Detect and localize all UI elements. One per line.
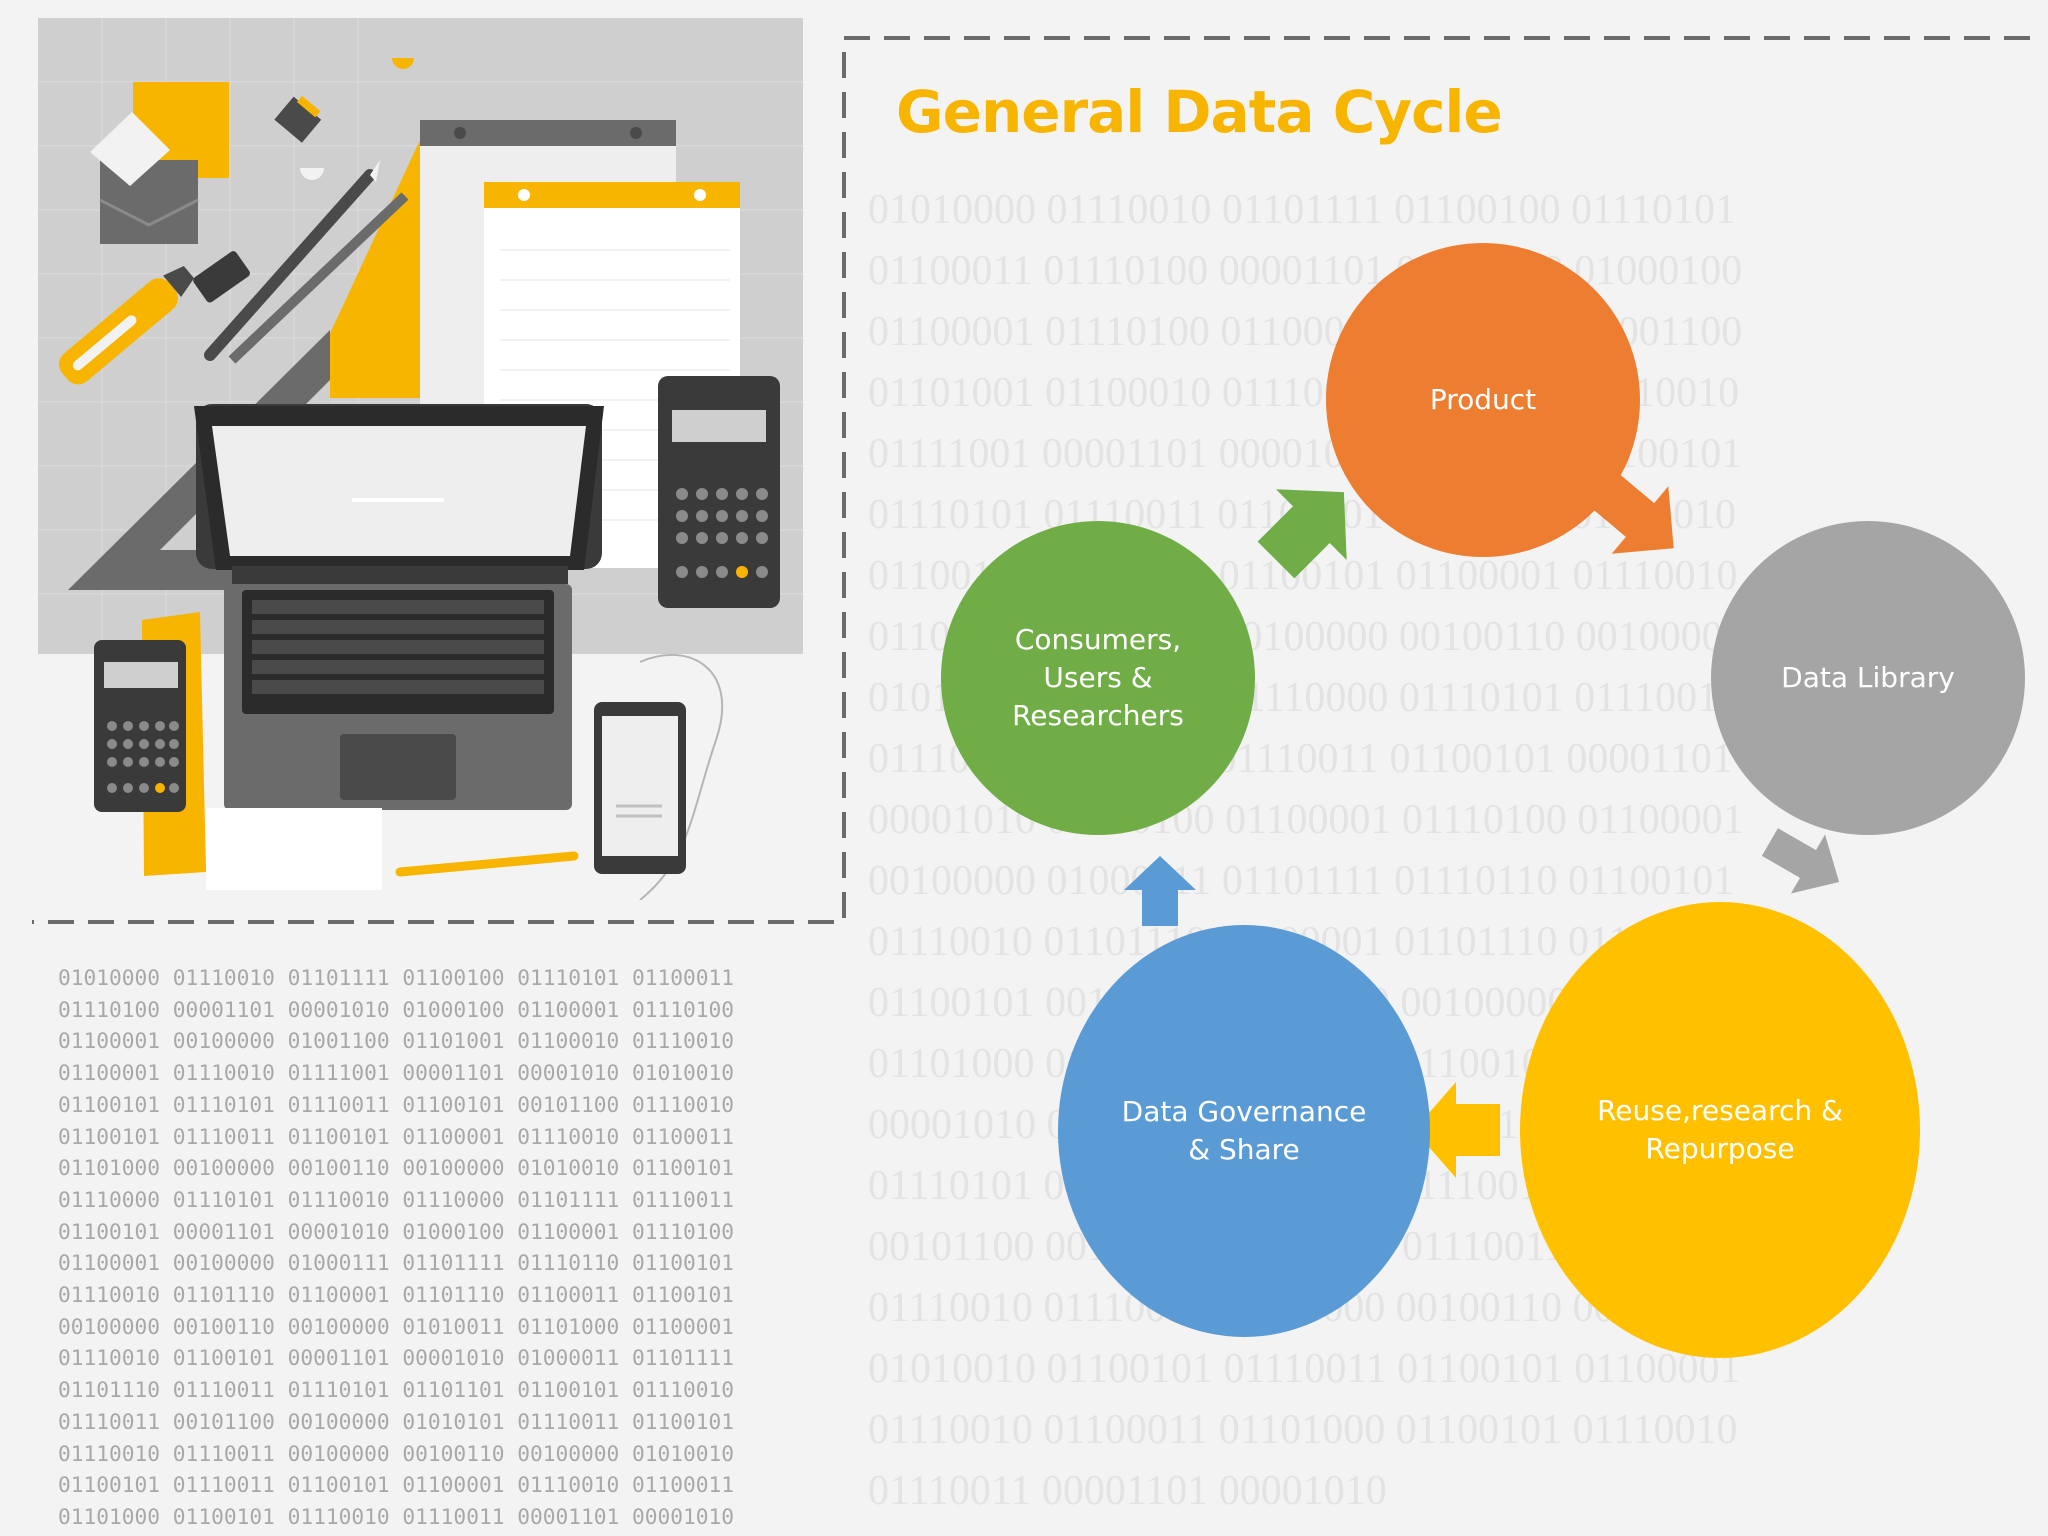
arrow-consumers-to-product bbox=[1257, 489, 1347, 579]
node-product bbox=[1326, 243, 1640, 557]
node-data-library-label: Data Library bbox=[1711, 648, 2025, 708]
node-reuse-label: Reuse,research & Repurpose bbox=[1540, 1090, 1900, 1170]
consumers-label-line3: Researchers bbox=[1012, 699, 1184, 732]
governance-label-line1: Data Governance bbox=[1121, 1095, 1367, 1128]
page-title: General Data Cycle bbox=[896, 78, 1503, 146]
node-governance bbox=[1058, 925, 1430, 1337]
arrow-reuse-to-governance bbox=[1414, 1082, 1500, 1178]
consumers-label-line1: Consumers, bbox=[1014, 623, 1182, 656]
arrow-governance-to-consumers bbox=[1124, 856, 1196, 926]
consumers-label-line2: Users & bbox=[1043, 661, 1153, 694]
node-consumers bbox=[941, 521, 1255, 835]
product-label: Product bbox=[1429, 383, 1537, 416]
node-consumers-label: Consumers, Users & Researchers bbox=[958, 620, 1238, 736]
node-reuse bbox=[1520, 902, 1920, 1358]
reuse-label-line2: Repurpose bbox=[1645, 1132, 1795, 1165]
node-data-library bbox=[1711, 521, 2025, 835]
governance-label-line2: & Share bbox=[1188, 1133, 1300, 1166]
data-library-label: Data Library bbox=[1781, 661, 1955, 694]
binary-text-left: 01010000 01110010 01101111 01100100 0111… bbox=[58, 965, 735, 1529]
arrow-product-to-library bbox=[1590, 473, 1674, 554]
reuse-label-line1: Reuse,research & bbox=[1597, 1094, 1843, 1127]
node-product-label: Product bbox=[1326, 370, 1640, 430]
node-governance-label: Data Governance & Share bbox=[1074, 1091, 1414, 1171]
arrow-library-to-reuse bbox=[1761, 828, 1840, 894]
